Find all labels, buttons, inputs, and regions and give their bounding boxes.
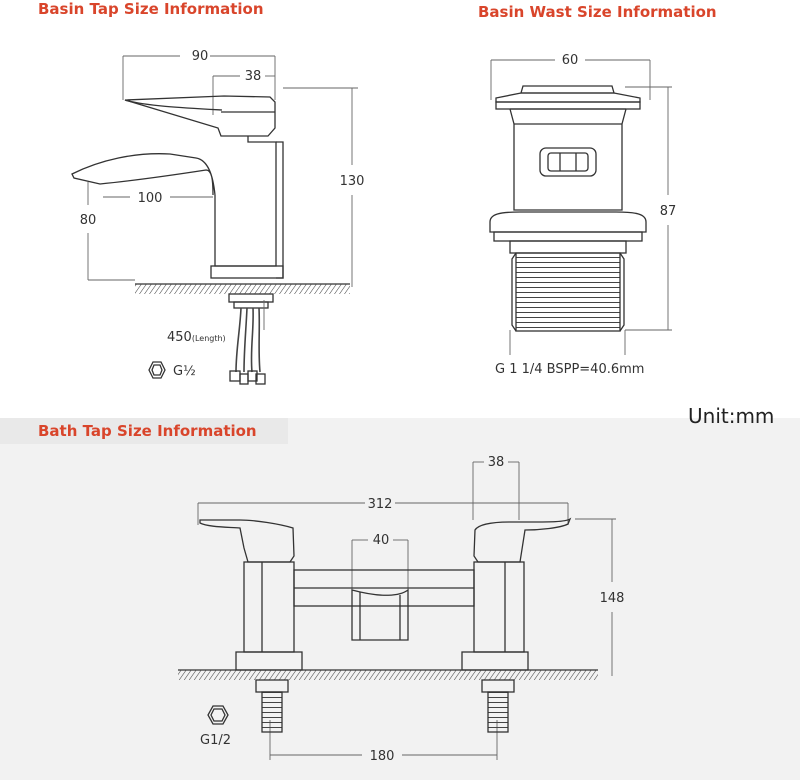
basin-tap-drawing (71, 55, 358, 385)
bath-tap-spout-width-label: 40 (373, 533, 390, 548)
basin-waste-width-label: 60 (562, 53, 579, 68)
bath-tap-total-width-label: 312 (368, 497, 393, 512)
bath-section-tab (0, 418, 288, 444)
basin-tap-thread-label: G½ (173, 364, 196, 379)
basin-tap-hose-length-label: 450(Length) (167, 330, 226, 345)
basin-waste-height-label: 87 (660, 204, 677, 219)
basin-tap-lever-depth-label: 38 (245, 69, 262, 84)
bath-tap-height-label: 148 (600, 591, 625, 606)
bath-tap-lever-depth-label: 38 (488, 455, 505, 470)
basin-tap-height-label: 130 (340, 174, 365, 189)
basin-tap-title: Basin Tap Size Information (38, 0, 264, 18)
basin-waste-drawing (489, 59, 672, 355)
unit-label: Unit:mm (688, 404, 775, 428)
basin-waste-thread-label: G 1 1/4 BSPP=40.6mm (495, 362, 644, 377)
bath-tap-title: Bath Tap Size Information (38, 422, 257, 440)
basin-tap-spout-height-label: 80 (80, 213, 97, 228)
bath-tap-drawing (178, 461, 616, 760)
bath-tap-thread-label: G1/2 (200, 733, 231, 748)
basin-tap-spout-reach-label: 100 (138, 191, 163, 206)
bath-tap-centres-label: 180 (370, 749, 395, 764)
basin-tap-width-label: 90 (192, 49, 209, 64)
basin-waste-title: Basin Wast Size Information (478, 3, 717, 21)
